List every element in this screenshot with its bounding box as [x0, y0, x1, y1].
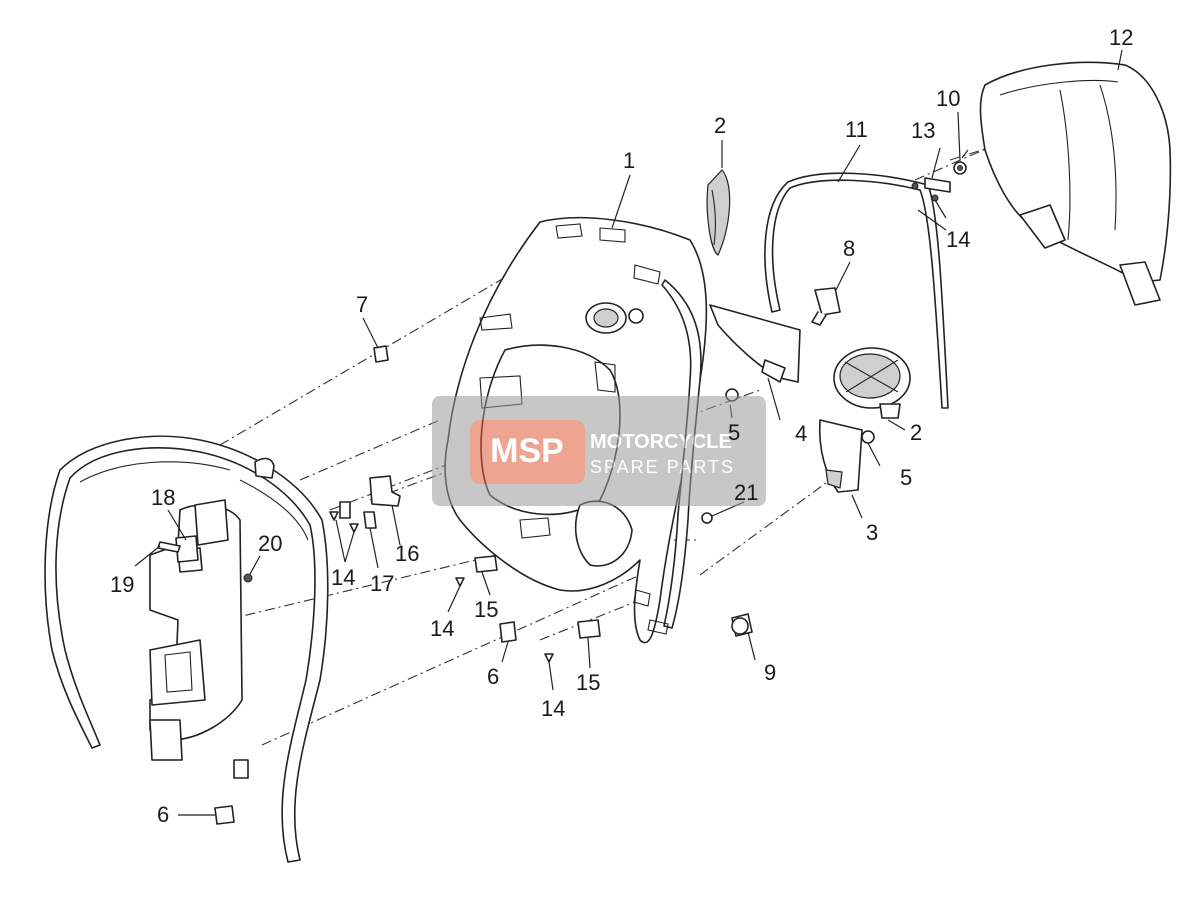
callout-14-top: 14 [946, 227, 970, 252]
callout-4: 4 [795, 421, 807, 446]
watermark-logo-badge [470, 420, 585, 484]
callout-10: 10 [936, 86, 960, 111]
part-10-nut [953, 149, 969, 175]
callout-6-center: 6 [487, 664, 499, 689]
callout-14-middle: 14 [430, 616, 454, 641]
callout-20: 20 [258, 531, 282, 556]
callout-14-left: 14 [331, 565, 355, 590]
watermark: MSP MOTORCYCLE SPARE PARTS [432, 396, 766, 506]
part-2-vent-grille [833, 347, 911, 419]
callout-16: 16 [395, 541, 419, 566]
callout-21: 21 [734, 480, 758, 505]
callout-19: 19 [110, 572, 134, 597]
callout-14-bottom: 14 [541, 696, 565, 721]
callout-labels: 1 2 2 3 4 5 5 6 6 7 8 9 10 11 12 13 14 1… [110, 25, 1133, 827]
callout-pointers [134, 49, 1123, 816]
callout-5-left: 5 [728, 420, 740, 445]
callout-11: 11 [845, 117, 868, 142]
part-12-windshield [979, 61, 1172, 306]
callout-2-right: 2 [910, 420, 922, 445]
part-2-cap-top [706, 169, 731, 256]
callout-18: 18 [151, 485, 175, 510]
watermark-logo: MSP [490, 432, 564, 470]
small-hardware [157, 345, 875, 825]
callout-1: 1 [623, 148, 635, 173]
part-13-bracket [911, 177, 951, 202]
part-8-clip [811, 287, 841, 326]
callout-6-bottom: 6 [157, 802, 169, 827]
part-11-edge-trim [764, 172, 949, 409]
callout-8: 8 [843, 236, 855, 261]
callout-7: 7 [356, 292, 368, 317]
callout-13: 13 [911, 118, 935, 143]
callout-17: 17 [370, 571, 394, 596]
callout-12: 12 [1109, 25, 1133, 50]
watermark-line2: SPARE PARTS [590, 457, 735, 477]
front-frame [44, 435, 329, 863]
callout-15-right: 15 [576, 670, 600, 695]
watermark-line1: MOTORCYCLE [590, 431, 732, 453]
callout-15-left: 15 [474, 597, 498, 622]
callout-2-top: 2 [714, 113, 726, 138]
callout-3: 3 [866, 520, 878, 545]
callout-9: 9 [764, 660, 776, 685]
part-3-lower-cover [818, 419, 863, 493]
callout-5-right: 5 [900, 465, 912, 490]
part-4-side-panel [709, 304, 801, 383]
